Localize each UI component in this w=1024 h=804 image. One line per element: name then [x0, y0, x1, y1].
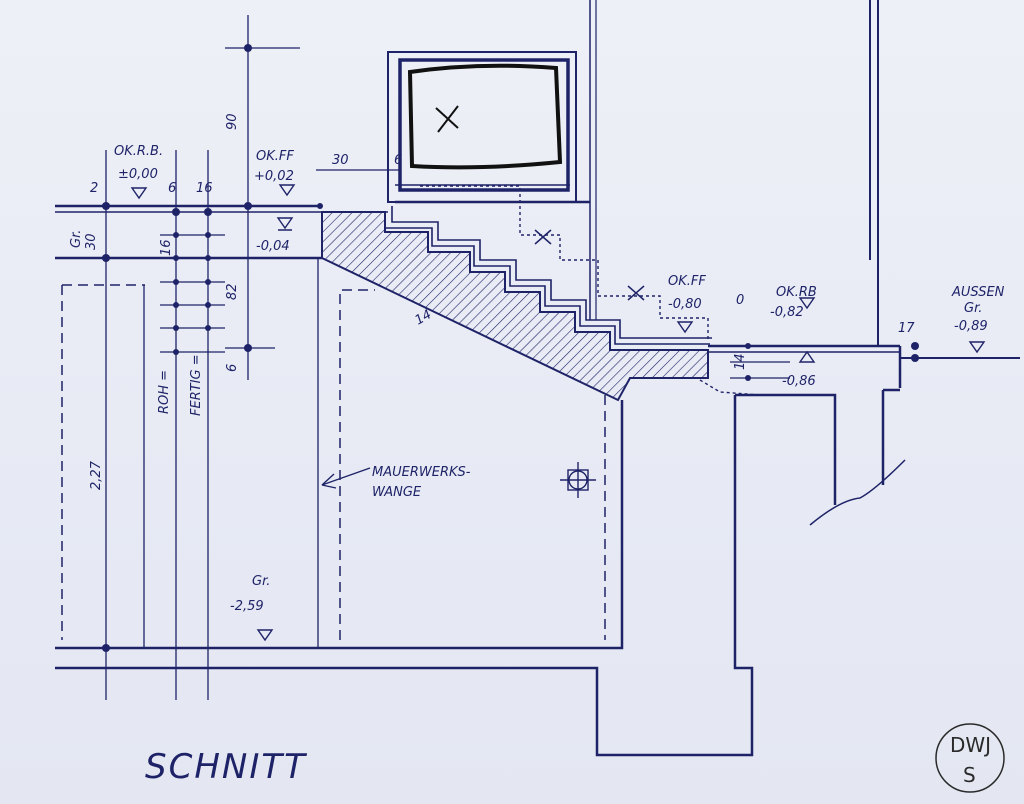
x-marks	[534, 229, 645, 301]
aussen-label: AUSSEN	[951, 285, 1005, 300]
fertig-label: FERTIG =	[189, 354, 204, 416]
right-column-lines	[869, 0, 879, 345]
drawing-title: SCHNITT	[145, 747, 307, 787]
dim-90: 90	[225, 113, 240, 130]
vertical-dimension-lines	[105, 15, 319, 700]
lower-landing	[55, 344, 1020, 757]
dim-6-c: 6	[225, 364, 240, 372]
gr30-value: 30	[84, 233, 99, 250]
ok-ff-top-label: OK.FF	[256, 149, 294, 164]
ok-rb-mid-label: OK.RB	[776, 285, 817, 300]
dim-14: 14	[413, 307, 435, 328]
dashed-wall-outlines	[61, 284, 606, 640]
dim-16-a: 16	[196, 181, 213, 196]
dim-14-right: 14	[733, 353, 748, 370]
wall-note-line2: WANGE	[372, 485, 422, 500]
stamp-line1: DWJ	[950, 733, 991, 757]
ok-rb-mid-value: -0,82	[770, 305, 804, 320]
aussen-value: -0,89	[954, 319, 988, 334]
ok-ff-mid-value: -0,80	[668, 297, 702, 312]
dim-17: 17	[898, 321, 915, 336]
basement-label: Gr.	[252, 574, 270, 589]
ok-ff-mid-label: OK.FF	[668, 274, 706, 289]
dim-82: 82	[225, 283, 240, 300]
dim-6-a: 6	[394, 153, 402, 168]
level-arrows	[130, 184, 986, 642]
dim-2: 2	[90, 181, 98, 196]
gr30-label: Gr.	[69, 230, 84, 248]
architect-stamp: DWJ S	[935, 723, 1005, 793]
drain-symbol	[560, 462, 596, 498]
dim-0: 0	[736, 293, 744, 308]
aussen-sub: Gr.	[964, 301, 982, 316]
wall-note-leader	[321, 467, 371, 489]
wall-note-line1: MAUERWERKS-	[372, 465, 471, 480]
ok-ff-top-value: +0,02	[254, 169, 294, 184]
stair-steps-outline	[384, 206, 712, 345]
ok-rb-top-label: OK.R.B.	[114, 144, 163, 159]
riser-label: 16	[159, 239, 174, 256]
ok-rb-top-value: ±0,00	[118, 167, 158, 182]
roh-label: ROH =	[157, 370, 172, 414]
stamp-line2: S	[963, 763, 976, 787]
staircase-hatched	[321, 211, 709, 402]
window-element	[387, 0, 597, 320]
tick-lines	[160, 47, 790, 379]
landing-value: -0,04	[256, 239, 290, 254]
below-value: -0,86	[782, 374, 816, 389]
dim-6-b: 6	[168, 181, 176, 196]
dim-227: 2,27	[89, 460, 104, 490]
dim-30-top: 30	[332, 153, 349, 168]
basement-value: -2,59	[230, 599, 264, 614]
